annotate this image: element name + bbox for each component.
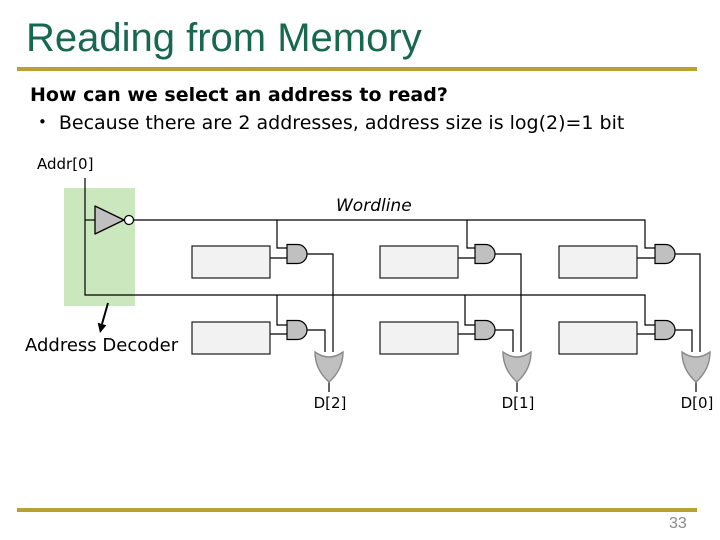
and-gate — [654, 243, 676, 265]
and-gate — [286, 243, 308, 265]
memory-cell — [558, 245, 638, 279]
memory-cell — [558, 321, 638, 355]
output-label-d2: D[2] — [313, 394, 347, 412]
footer-rule — [17, 508, 697, 512]
output-label-d1: D[1] — [501, 394, 535, 412]
wordline-label: Wordline — [336, 196, 412, 216]
wordline0-wire — [134, 219, 655, 249]
memory-cell — [379, 321, 459, 355]
address-decoder-label: Address Decoder — [25, 335, 179, 356]
memory-cell — [191, 321, 271, 355]
or-gates — [314, 350, 711, 383]
not-gate — [94, 205, 135, 235]
addr-input-label: Addr[0] — [37, 155, 94, 173]
and-gate — [286, 319, 308, 341]
page-number: 33 — [669, 515, 687, 532]
decoder-annotation-arrow — [97, 302, 109, 333]
memory-cell — [191, 245, 271, 279]
decoder-highlight-box — [64, 188, 135, 306]
memory-cell — [379, 245, 459, 279]
or-gate — [681, 350, 711, 383]
bullet-text: Because there are 2 addresses, address s… — [58, 112, 625, 134]
or-gate — [502, 350, 532, 383]
slide-title: Reading from Memory — [26, 16, 422, 60]
and-gate — [474, 319, 496, 341]
or-gate — [314, 350, 344, 383]
bullet-icon: • — [38, 113, 47, 131]
and-gate — [654, 319, 676, 341]
addr-wire-and-wordline1 — [84, 178, 655, 326]
and-gate — [474, 243, 496, 265]
and-gates — [286, 243, 676, 341]
output-label-d0: D[0] — [680, 394, 714, 412]
wires — [84, 178, 701, 392]
memory-cells — [191, 245, 638, 355]
inverter-bubble — [123, 214, 135, 226]
bullet-item: • Because there are 2 addresses, address … — [38, 112, 624, 134]
title-underline — [17, 67, 697, 71]
question-heading: How can we select an address to read? — [30, 84, 448, 106]
